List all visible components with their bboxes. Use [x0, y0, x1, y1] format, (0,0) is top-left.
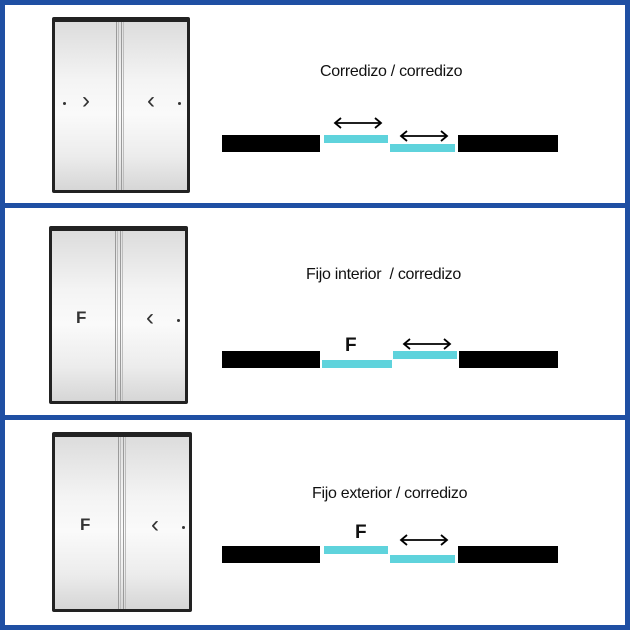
sliding-panel-outer [324, 135, 388, 143]
chevron-left-icon: ‹ [151, 511, 159, 538]
door-center-seam [120, 231, 123, 401]
door-center-seam [121, 22, 124, 190]
right-wall [458, 135, 558, 152]
right-handle-dot [177, 319, 180, 322]
caption: Corredizo / corredizo [320, 63, 463, 80]
left-wall [222, 546, 320, 563]
double-arrow-icon [399, 130, 449, 142]
section-fixed-interior-sliding: F ‹ Fijo interior / corredizo F [5, 208, 625, 415]
left-handle-dot [63, 102, 66, 105]
sliding-panel [393, 351, 457, 359]
right-wall [458, 546, 558, 563]
caption: Fijo interior / corredizo [306, 266, 461, 283]
door-illustration: F ‹ [49, 226, 188, 404]
right-handle-dot [182, 526, 185, 529]
door-illustration: › ‹ [52, 17, 190, 193]
fixed-leaf-label: F [76, 308, 87, 327]
right-wall [459, 351, 558, 368]
door-center-seam [118, 437, 121, 609]
double-arrow-icon [399, 534, 449, 546]
left-wall [222, 351, 320, 368]
door-center-seam [116, 22, 119, 190]
section-divider-2 [0, 415, 630, 420]
section-sliding-sliding: › ‹ Corredizo / corredizo [5, 5, 625, 203]
section-divider-1 [0, 203, 630, 208]
fixed-panel [322, 360, 392, 368]
door-illustration: F ‹ [52, 432, 192, 612]
left-wall [222, 135, 320, 152]
double-arrow-icon [402, 338, 452, 350]
door-center-seam [123, 437, 126, 609]
right-handle-dot [178, 102, 181, 105]
section-fixed-exterior-sliding: F ‹ Fijo exterior / corredizo F [5, 420, 625, 625]
chevron-left-icon: ‹ [147, 87, 155, 114]
chevron-right-icon: › [82, 87, 90, 114]
door-center-seam [115, 231, 118, 401]
chevron-left-icon: ‹ [146, 304, 154, 331]
sliding-panel-inner [390, 144, 455, 152]
double-arrow-icon [333, 117, 383, 129]
caption: Fijo exterior / corredizo [312, 485, 468, 502]
fixed-panel-label: F [355, 522, 367, 543]
fixed-panel-label: F [345, 335, 357, 356]
fixed-panel [324, 546, 388, 554]
sliding-panel [390, 555, 455, 563]
fixed-leaf-label: F [80, 515, 91, 534]
